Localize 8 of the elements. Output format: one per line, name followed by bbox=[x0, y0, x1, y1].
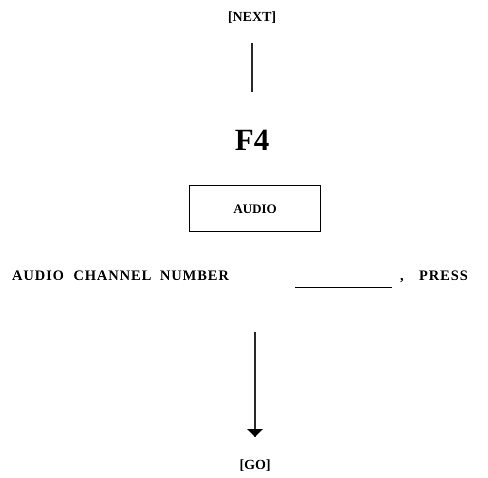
step-heading: F4 bbox=[214, 92, 290, 158]
instruction-text: , PRESS bbox=[400, 268, 469, 285]
instruction-text: AUDIO CHANNEL NUMBER bbox=[12, 268, 230, 285]
button-label: [NEXT] bbox=[224, 10, 280, 43]
arrow bbox=[247, 332, 263, 437]
key-box: AUDIO bbox=[189, 185, 321, 232]
button-label: [GO] bbox=[233, 437, 277, 474]
connector-line bbox=[251, 43, 253, 92]
